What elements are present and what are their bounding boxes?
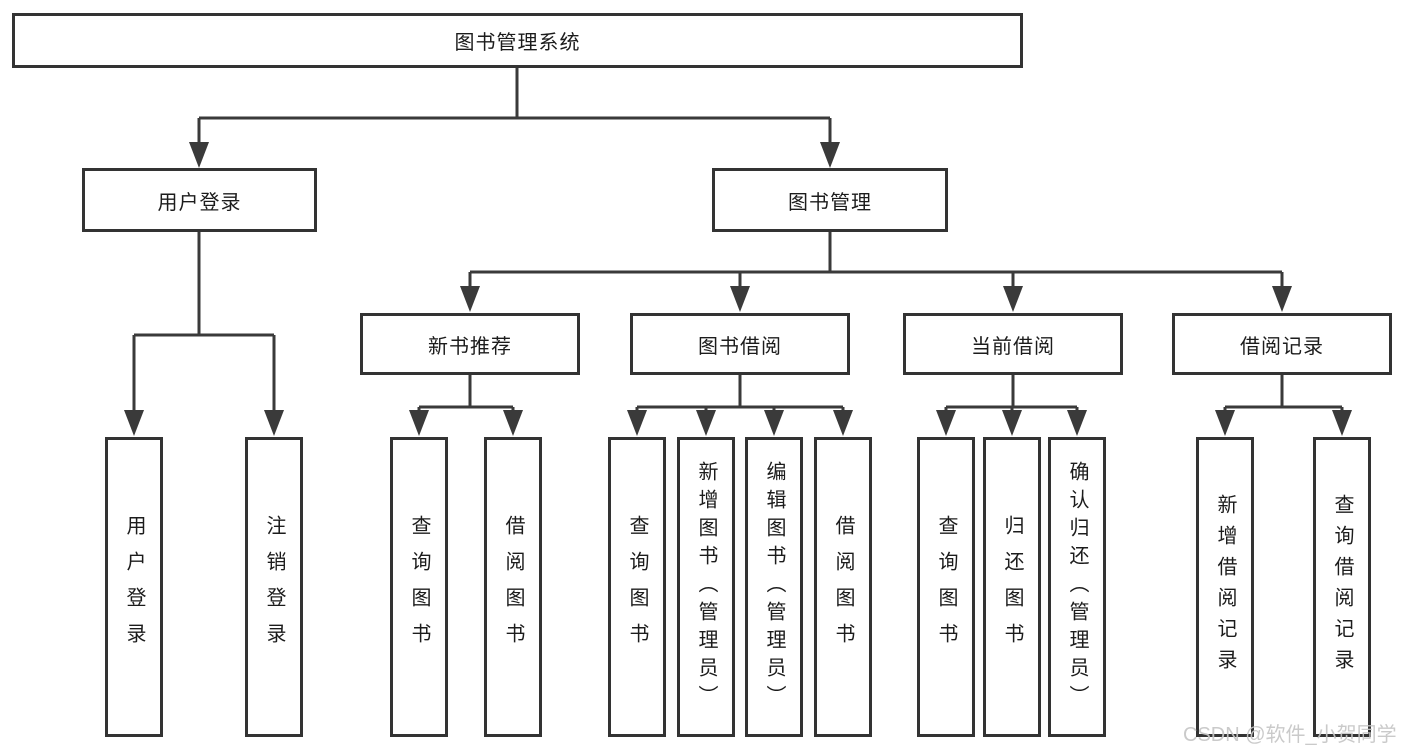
connector-current-borrow-group bbox=[944, 375, 1079, 412]
node-book-borrowing: 图书借阅 bbox=[630, 313, 850, 375]
node-library-system-label: 图书管理系统 bbox=[454, 32, 581, 54]
node-book-management-label: 图书管理 bbox=[788, 191, 872, 214]
node-user-login-label: 用户登录 bbox=[157, 191, 242, 214]
leaf-user-login: 用户登录 bbox=[105, 437, 163, 737]
node-current-borrowing: 当前借阅 bbox=[903, 313, 1123, 375]
leaf-query-borrow-record-label: 查询借阅记录 bbox=[1331, 494, 1353, 680]
leaf-logout-label: 注销登录 bbox=[263, 515, 285, 659]
leaf-logout: 注销登录 bbox=[245, 437, 303, 737]
leaf-query-books-recommend: 查询图书 bbox=[390, 437, 448, 737]
leaf-query-borrow-record: 查询借阅记录 bbox=[1313, 437, 1371, 737]
connector-user-login-group bbox=[132, 232, 276, 412]
node-new-book-recommend: 新书推荐 bbox=[360, 313, 580, 375]
leaf-query-books-recommend-label: 查询图书 bbox=[408, 515, 430, 659]
leaf-add-borrow-record: 新增借阅记录 bbox=[1196, 437, 1254, 737]
node-library-system: 图书管理系统 bbox=[12, 13, 1023, 68]
node-current-borrowing-label: 当前借阅 bbox=[971, 335, 1055, 358]
node-user-login: 用户登录 bbox=[82, 168, 317, 232]
connector-book-management-group bbox=[468, 232, 1284, 288]
leaf-borrow-books-label: 借阅图书 bbox=[832, 515, 854, 659]
node-new-book-recommend-label: 新书推荐 bbox=[428, 335, 512, 358]
leaf-query-books-current: 查询图书 bbox=[917, 437, 975, 737]
leaf-edit-books-admin-label: 编辑图书（管理员） bbox=[763, 461, 785, 713]
leaf-edit-books-admin: 编辑图书（管理员） bbox=[745, 437, 803, 737]
connector-borrow-record-group bbox=[1223, 375, 1344, 412]
leaf-borrow-books-recommend: 借阅图书 bbox=[484, 437, 542, 737]
leaf-return-books-label: 归还图书 bbox=[1001, 515, 1023, 659]
leaf-user-login-label: 用户登录 bbox=[123, 515, 145, 659]
node-book-management: 图书管理 bbox=[712, 168, 948, 232]
watermark: CSDN @软件_小贺同学 bbox=[1183, 724, 1397, 746]
leaf-query-books-borrow: 查询图书 bbox=[608, 437, 666, 737]
leaf-return-books: 归还图书 bbox=[983, 437, 1041, 737]
connector-book-borrow-group bbox=[635, 375, 845, 412]
leaf-borrow-books: 借阅图书 bbox=[814, 437, 872, 737]
node-borrowing-records: 借阅记录 bbox=[1172, 313, 1392, 375]
node-book-borrowing-label: 图书借阅 bbox=[698, 335, 782, 358]
leaf-add-books-admin-label: 新增图书（管理员） bbox=[695, 461, 717, 713]
leaf-query-books-current-label: 查询图书 bbox=[935, 515, 957, 659]
leaf-confirm-return-admin-label: 确认归还（管理员） bbox=[1066, 461, 1088, 713]
connector-root-to-level1 bbox=[197, 68, 832, 144]
leaf-confirm-return-admin: 确认归还（管理员） bbox=[1048, 437, 1106, 737]
leaf-query-books-borrow-label: 查询图书 bbox=[626, 515, 648, 659]
leaf-add-books-admin: 新增图书（管理员） bbox=[677, 437, 735, 737]
node-borrowing-records-label: 借阅记录 bbox=[1240, 335, 1324, 358]
connector-new-book-group bbox=[417, 375, 515, 412]
leaf-borrow-books-recommend-label: 借阅图书 bbox=[502, 515, 524, 659]
leaf-add-borrow-record-label: 新增借阅记录 bbox=[1214, 494, 1236, 680]
